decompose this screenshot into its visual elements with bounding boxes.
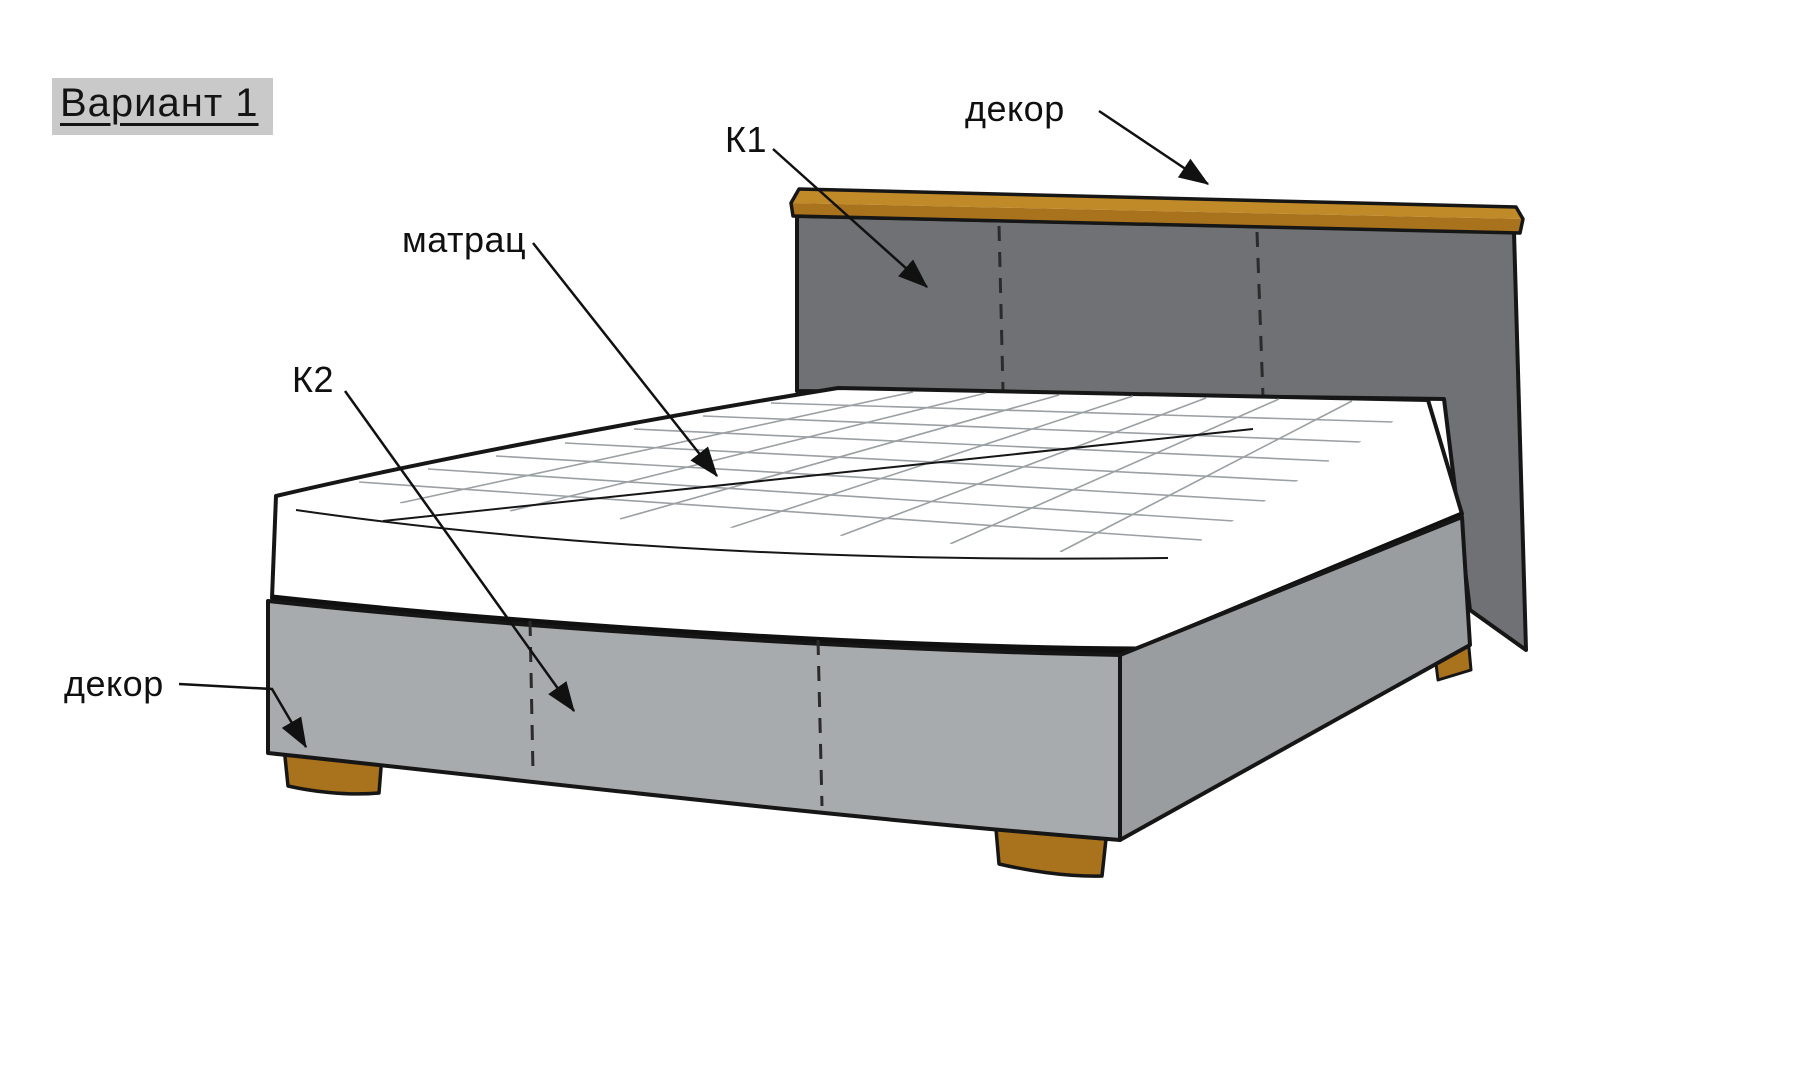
variant-title: Вариант 1 bbox=[52, 78, 273, 135]
mattress-base-gap bbox=[271, 511, 1464, 656]
headboard-trim-front bbox=[791, 203, 1523, 233]
headboard-top-trim bbox=[791, 189, 1523, 219]
label-mattress: матрац bbox=[402, 219, 527, 260]
label-k2: К2 bbox=[292, 359, 334, 400]
front-right-leg bbox=[994, 827, 1108, 878]
leader-line-k2 bbox=[343, 390, 576, 713]
base-seam-line bbox=[816, 639, 824, 807]
headboard-seam-line bbox=[997, 225, 1005, 391]
label-decor-top: декор bbox=[965, 88, 1065, 129]
label-decor-bottom: декор bbox=[64, 663, 164, 704]
mattress-seam bbox=[295, 509, 1169, 560]
leader-lines bbox=[178, 109, 1210, 749]
leader-line-k1 bbox=[772, 148, 928, 288]
headboard-trim-outline bbox=[789, 187, 1525, 235]
label-k1: К1 bbox=[725, 119, 767, 160]
base-side-panel bbox=[1118, 515, 1472, 842]
leader-line-decor-bottom bbox=[178, 682, 308, 749]
mattress-crease bbox=[382, 428, 1254, 522]
headboard-seam-line bbox=[1255, 231, 1265, 398]
leader-line-decor-top bbox=[1098, 109, 1210, 186]
leader-line-mattress bbox=[532, 242, 718, 477]
